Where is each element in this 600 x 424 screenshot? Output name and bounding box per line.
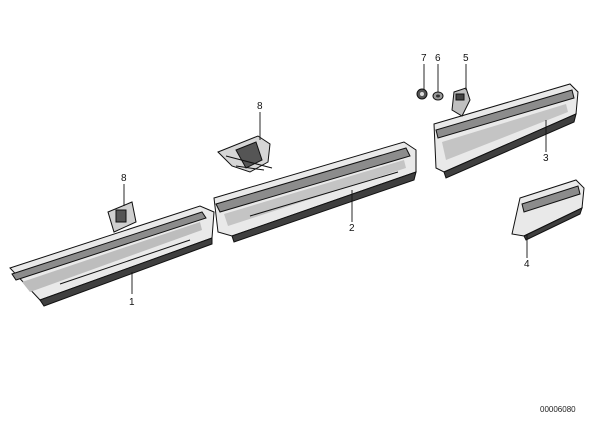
nut-part-7	[416, 88, 428, 100]
callout-4: 4	[524, 259, 530, 270]
molding-part-4	[511, 179, 585, 241]
callout-8-middle: 8	[257, 101, 263, 112]
callout-3: 3	[543, 153, 549, 164]
image-reference-code: 00006080	[540, 405, 576, 414]
clip-part-8-left	[107, 201, 137, 233]
clip-part-8-middle	[217, 135, 273, 173]
callout-7: 7	[421, 53, 427, 64]
callout-5: 5	[463, 53, 469, 64]
washer-part-6	[432, 91, 444, 101]
callout-1: 1	[129, 297, 135, 308]
molding-part-1	[9, 205, 215, 307]
callout-6: 6	[435, 53, 441, 64]
molding-part-3	[433, 83, 579, 179]
fastener-part-5	[451, 87, 471, 117]
molding-part-2	[213, 141, 417, 243]
leader-lines	[123, 64, 547, 294]
callout-2: 2	[349, 223, 355, 234]
callout-8-left: 8	[121, 173, 127, 184]
